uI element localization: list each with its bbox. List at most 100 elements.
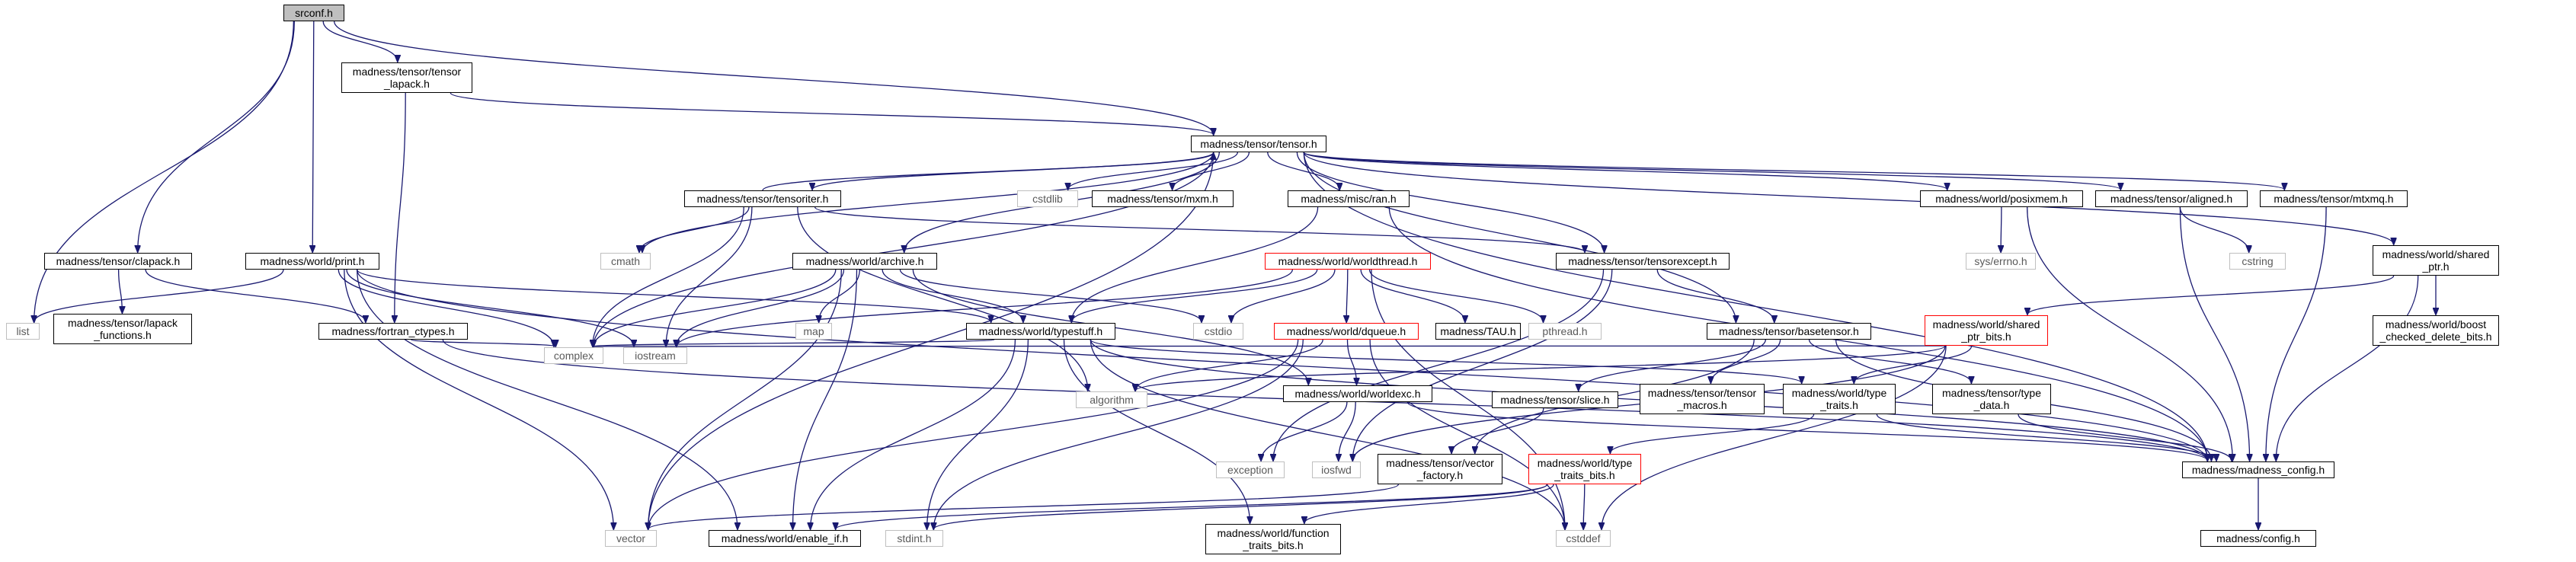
node-iostream: iostream (623, 347, 687, 364)
edge-basetensor-to-slice (1579, 339, 1766, 391)
node-worldthread[interactable]: madness/world/worldthread.h (1265, 253, 1431, 270)
node-print[interactable]: madness/world/print.h (245, 253, 379, 270)
node-enable-if[interactable]: madness/world/enable_if.h (709, 530, 861, 547)
edge-tensor-to-cstdlib (1068, 152, 1238, 190)
node-type-traits-bits[interactable]: madness/world/type _traits_bits.h (1528, 454, 1641, 484)
edge-type_traits-to-madness_config (1876, 414, 2216, 461)
edge-srconf-to-list (34, 21, 294, 322)
edge-typestuff-to-function_traits (1063, 339, 1250, 523)
node-tensorexcept[interactable]: madness/tensor/tensorexcept.h (1556, 253, 1730, 270)
node-type-data[interactable]: madness/tensor/type _data.h (1932, 384, 2051, 414)
edge-posixmem-to-syserrno (2001, 206, 2002, 252)
node-stdint: stdint.h (885, 530, 943, 547)
edge-tensoriter-to-tensor (762, 153, 1214, 191)
edge-tensor-to-mtxmq (1303, 152, 2284, 190)
node-posixmem[interactable]: madness/world/posixmem.h (1920, 190, 2083, 207)
node-tau[interactable]: madness/TAU.h (1435, 323, 1521, 340)
edge-srconf-to-tensor_lapack (322, 21, 398, 62)
edge-print-to-iostream (346, 269, 634, 346)
edge-archive-to-iostream (677, 269, 845, 346)
edge-tensoriter-to-tensorexcept (814, 206, 1585, 252)
edge-archive-to-cstdio (899, 269, 1202, 322)
edge-tensoriter-to-cmath (639, 206, 750, 252)
edge-print-to-madness_config (357, 269, 2208, 461)
edge-basetensor-to-type_data (1808, 339, 1972, 383)
edge-worldexc-to-madness_config (1406, 401, 2207, 461)
node-vector-factory[interactable]: madness/tensor/vector _factory.h (1378, 454, 1502, 484)
edge-posixmem-to-madness_config (2027, 206, 2233, 461)
node-fortran-ctypes[interactable]: madness/fortran_ctypes.h (318, 323, 468, 340)
edge-typestuff-to-cstddef (1090, 339, 1565, 529)
node-shared-ptr-bits[interactable]: madness/world/shared _ptr_bits.h (1925, 315, 2048, 346)
node-worldexc[interactable]: madness/world/worldexc.h (1283, 385, 1432, 402)
node-madness-config[interactable]: madness/madness_config.h (2182, 461, 2334, 478)
node-basetensor[interactable]: madness/tensor/basetensor.h (1707, 323, 1871, 340)
edge-type_traits_bits-to-function_traits (1304, 484, 1554, 523)
edge-tensorexcept-to-iosfwd (1352, 269, 1613, 461)
edge-tensorexcept-to-exception (1273, 269, 1605, 461)
node-mtxmq[interactable]: madness/tensor/mtxmq.h (2260, 190, 2408, 207)
edge-print-to-complex (338, 269, 554, 346)
node-tensor-lapack[interactable]: madness/tensor/tensor _lapack.h (341, 62, 472, 93)
edge-worldexc-to-exception (1261, 401, 1348, 461)
edge-tensor-to-tensorexcept (1296, 152, 1604, 252)
node-list: list (6, 323, 40, 340)
edge-tensor_lapack-to-fortran_ctypes (395, 92, 406, 322)
edge-mtxmq-to-madness_config (2266, 206, 2327, 461)
node-srconf: srconf.h (283, 5, 344, 21)
edge-shared_ptr-to-shared_ptr_bits (2027, 275, 2395, 315)
edge-dqueue-to-worldexc (1346, 339, 1357, 385)
edge-shared_ptr_bits-to-cstddef (1602, 345, 1947, 529)
edge-typestuff-to-enable_if (811, 339, 1016, 529)
node-config[interactable]: madness/config.h (2200, 530, 2316, 547)
node-tensor[interactable]: madness/tensor/tensor.h (1191, 136, 1326, 152)
node-aligned[interactable]: madness/tensor/aligned.h (2095, 190, 2248, 207)
node-archive[interactable]: madness/world/archive.h (792, 253, 937, 270)
edge-slice-to-vector_factory (1451, 407, 1544, 453)
node-type-traits[interactable]: madness/world/type _traits.h (1783, 384, 1896, 414)
edge-type_traits_bits-to-enable_if (836, 484, 1548, 529)
node-tensor-macros[interactable]: madness/tensor/tensor _macros.h (1640, 384, 1765, 414)
edge-type_traits-to-type_traits_bits (1610, 414, 1815, 453)
edge-archive-to-enable_if (793, 269, 858, 529)
node-shared-ptr[interactable]: madness/world/shared _ptr.h (2373, 245, 2499, 276)
node-function-traits-bits[interactable]: madness/world/function _traits_bits.h (1205, 524, 1341, 554)
edge-clapack-to-fortran_ctypes (145, 269, 366, 322)
edge-aligned-to-madness_config (2179, 206, 2249, 461)
edge-worldthread-to-tau (1360, 269, 1465, 322)
edge-tensor-to-basetensor (1303, 152, 1736, 322)
node-typestuff[interactable]: madness/world/typestuff.h (966, 323, 1115, 340)
edge-worldthread-to-cstdio (1231, 269, 1336, 322)
node-cstddef: cstddef (1556, 530, 1611, 547)
edge-tensor-to-mxm (1173, 152, 1250, 190)
edge-dqueue-to-stdint (933, 339, 1304, 529)
node-sys-errno: sys/errno.h (1966, 253, 2036, 270)
edge-shared_ptr_bits-to-type_traits (1854, 345, 1973, 383)
edge-type_data-to-madness_config (2018, 414, 2232, 461)
edge-tensoriter-to-algorithm (797, 206, 1088, 391)
node-clapack[interactable]: madness/tensor/clapack.h (44, 253, 192, 270)
edge-srconf-to-print (312, 21, 314, 252)
edge-type_traits_bits-to-stdint (933, 484, 1548, 529)
node-tensoriter[interactable]: madness/tensor/tensoriter.h (684, 190, 841, 207)
edge-tensorexcept-to-basetensor (1656, 269, 1774, 322)
node-dqueue[interactable]: madness/world/dqueue.h (1274, 323, 1419, 340)
node-mxm[interactable]: madness/tensor/mxm.h (1092, 190, 1234, 207)
edge-shared_ptr-to-madness_config (2276, 275, 2419, 461)
dependency-edges (34, 21, 2436, 529)
node-boost-checked-delete-bits[interactable]: madness/world/boost _checked_delete_bits… (2373, 315, 2499, 346)
node-map: map (795, 323, 832, 340)
edge-srconf-to-clapack (138, 21, 295, 252)
edge-dqueue-to-algorithm (1135, 339, 1323, 391)
edge-aligned-to-cstring (2179, 206, 2248, 252)
edge-worldthread-to-iostream (677, 269, 1293, 346)
node-lapack-functions[interactable]: madness/tensor/lapack _functions.h (53, 314, 192, 344)
node-slice[interactable]: madness/tensor/slice.h (1492, 391, 1618, 408)
edge-clapack-to-lapack_functions (117, 269, 123, 313)
edge-dqueue-to-cstddef (1369, 339, 1565, 529)
edge-shared_ptr_bits-to-algorithm (1135, 345, 1946, 391)
edge-tensor-to-ran (1267, 152, 1339, 190)
edge-tensoriter-to-complex (593, 206, 744, 346)
node-ran[interactable]: madness/misc/ran.h (1288, 190, 1410, 207)
edge-tensor_lapack-to-tensor (450, 92, 1213, 135)
